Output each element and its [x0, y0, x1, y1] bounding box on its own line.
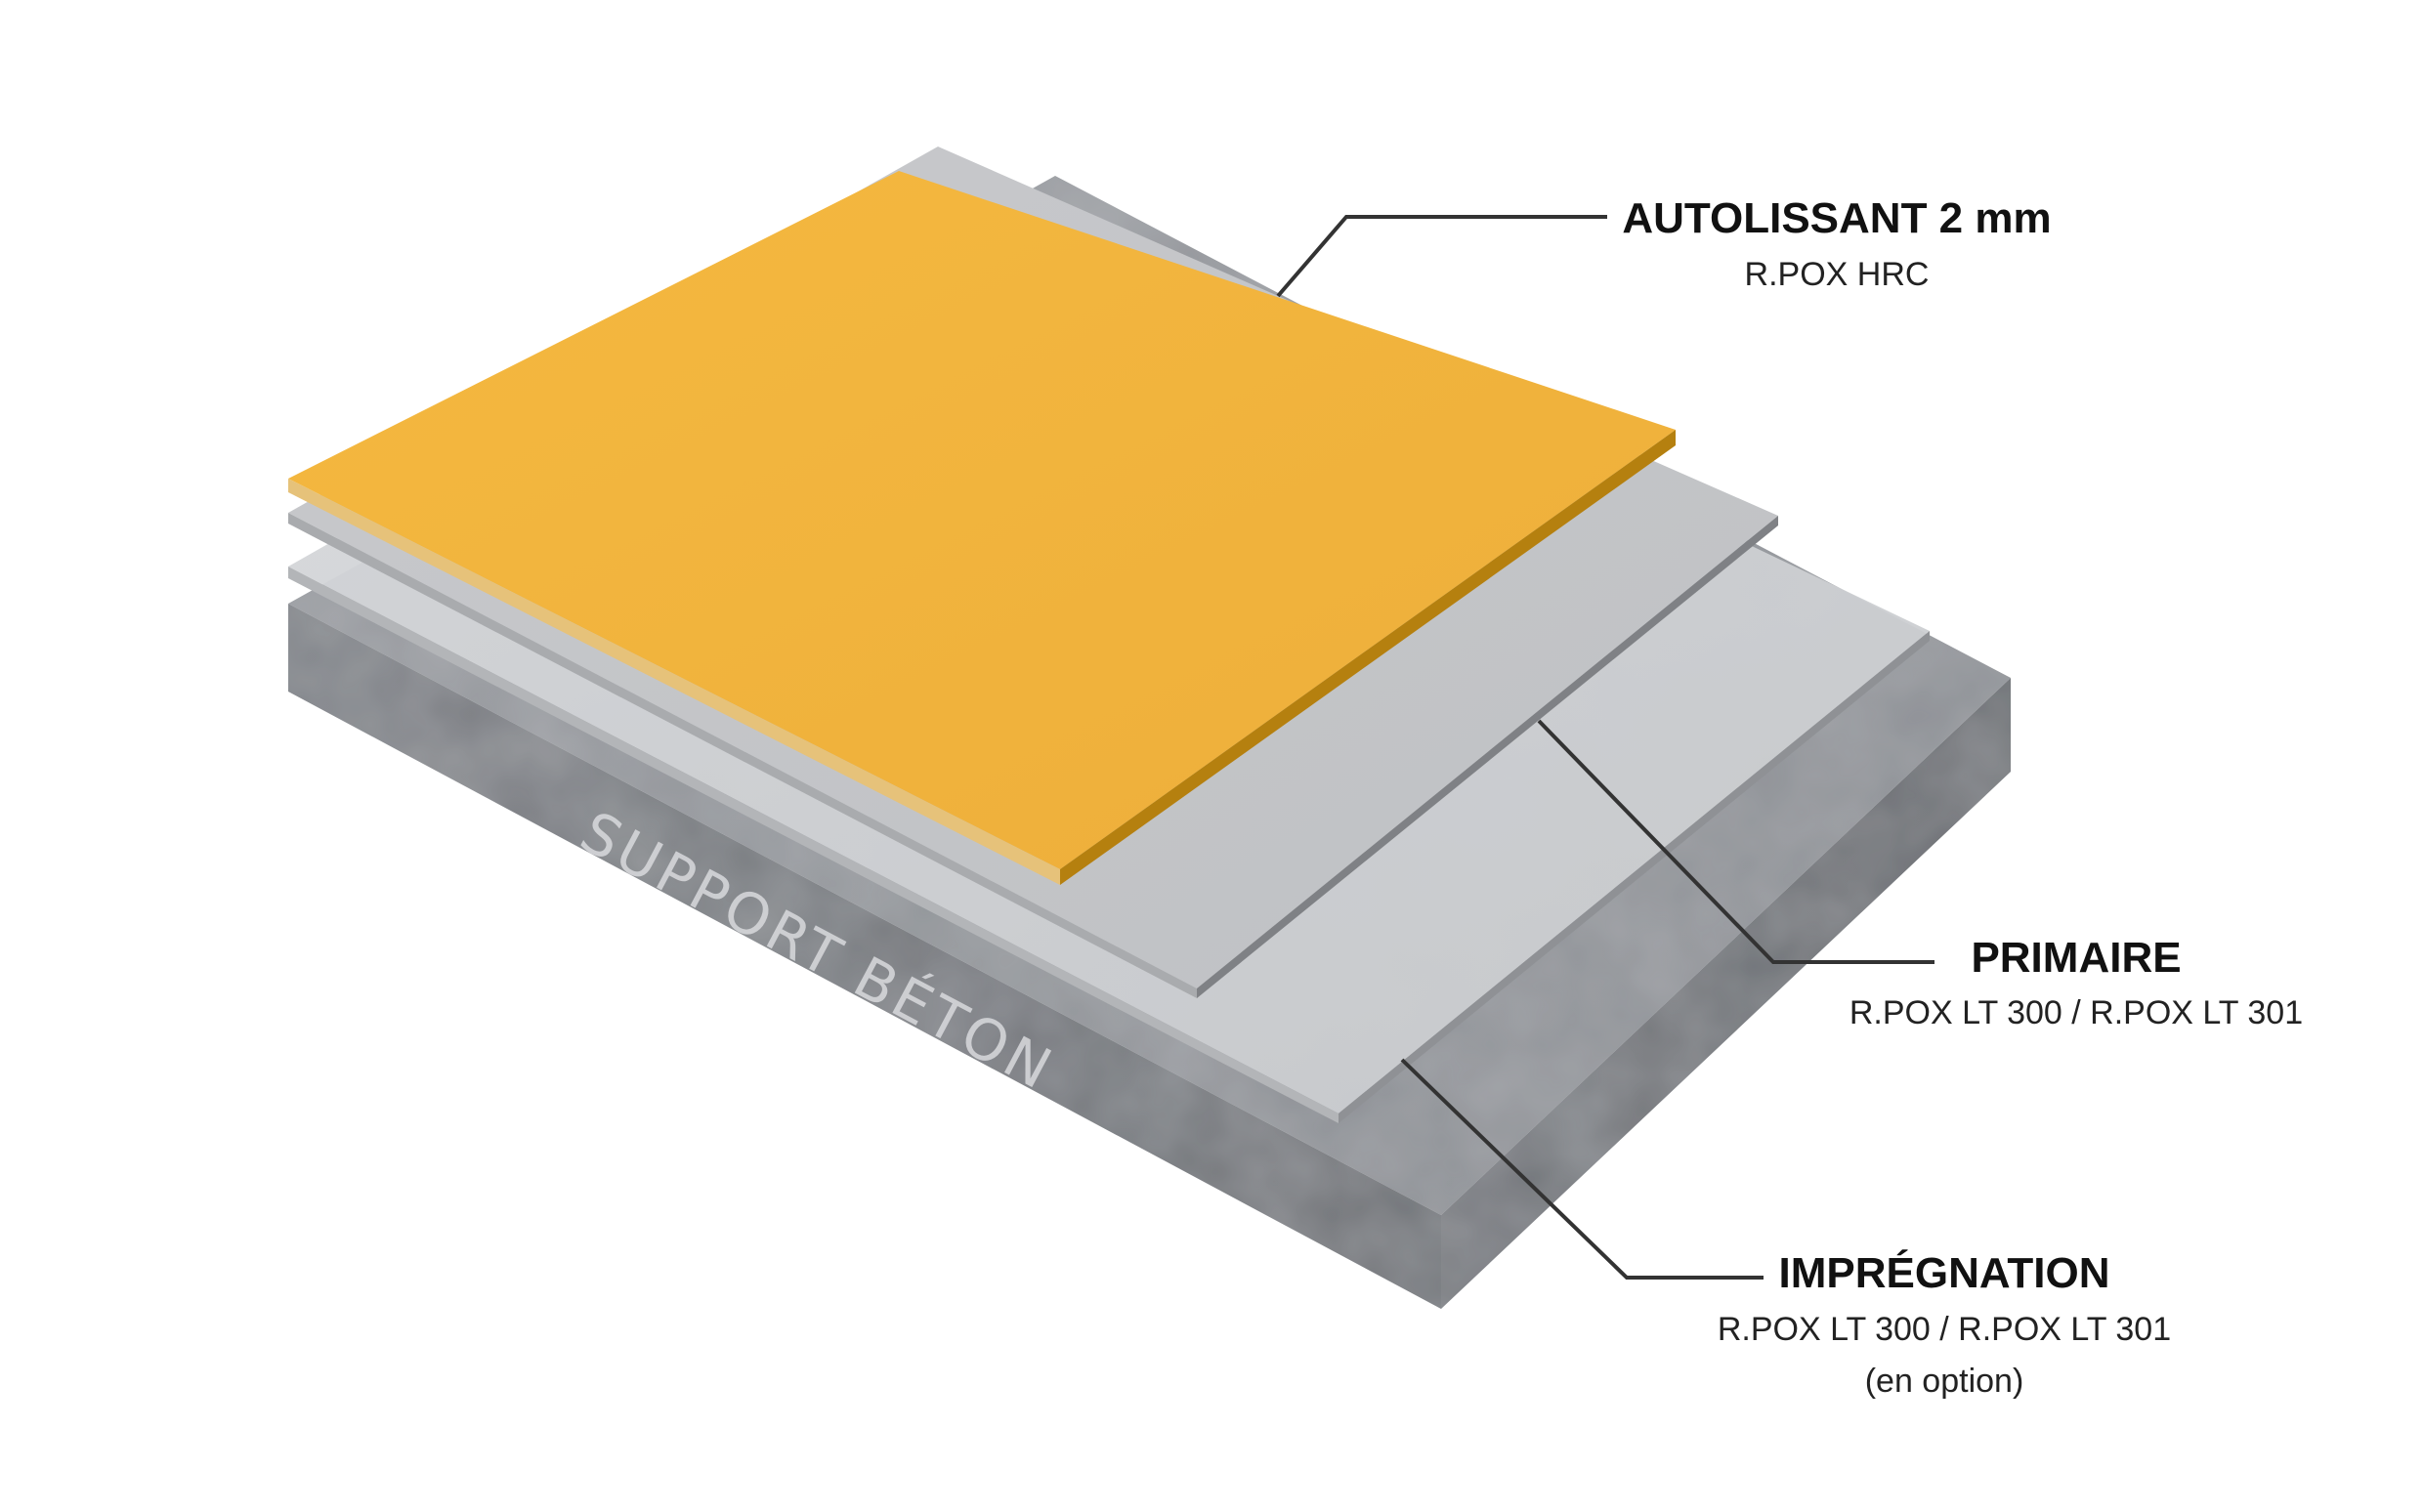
- leader-line-primaire: [1537, 719, 1934, 964]
- slab-side-face: [1441, 678, 2011, 1309]
- impregnation-subtitle: R.POX LT 300 / R.POX LT 301: [1718, 1311, 2171, 1348]
- autolissant-layer: [288, 171, 1676, 885]
- label-primaire: PRIMAIRE R.POX LT 300 / R.POX LT 301: [1849, 934, 2303, 1031]
- primaire-subtitle: R.POX LT 300 / R.POX LT 301: [1849, 994, 2303, 1031]
- autolissant-sheet-top: [288, 171, 1676, 869]
- leader-line-autolissant: [1276, 215, 1607, 298]
- label-impregnation: IMPRÉGNATION R.POX LT 300 / R.POX LT 301…: [1718, 1248, 2171, 1400]
- impregnation-title: IMPRÉGNATION: [1779, 1248, 2110, 1297]
- slab-front-face: [288, 604, 1441, 1309]
- leader-line-impregnation: [1400, 1058, 1764, 1280]
- leader-lines: [1276, 215, 1934, 1280]
- impregnation-note: (en option): [1865, 1363, 2024, 1400]
- primaire-title: PRIMAIRE: [1971, 934, 2181, 982]
- primer-sheet-edge: [288, 513, 1197, 998]
- label-autolissant: AUTOLISSANT 2 mm R.POX HRC: [1622, 194, 2051, 293]
- autolissant-title: AUTOLISSANT 2 mm: [1622, 194, 2051, 242]
- impregnation-sheet-edge: [288, 567, 1339, 1123]
- impregnation-sheet-edge-side: [1339, 631, 1930, 1123]
- primer-sheet-edge-side: [1197, 516, 1778, 998]
- autolissant-sheet-edge-side: [1060, 430, 1676, 885]
- autolissant-subtitle: R.POX HRC: [1745, 256, 1930, 293]
- autolissant-sheet-edge: [288, 479, 1060, 885]
